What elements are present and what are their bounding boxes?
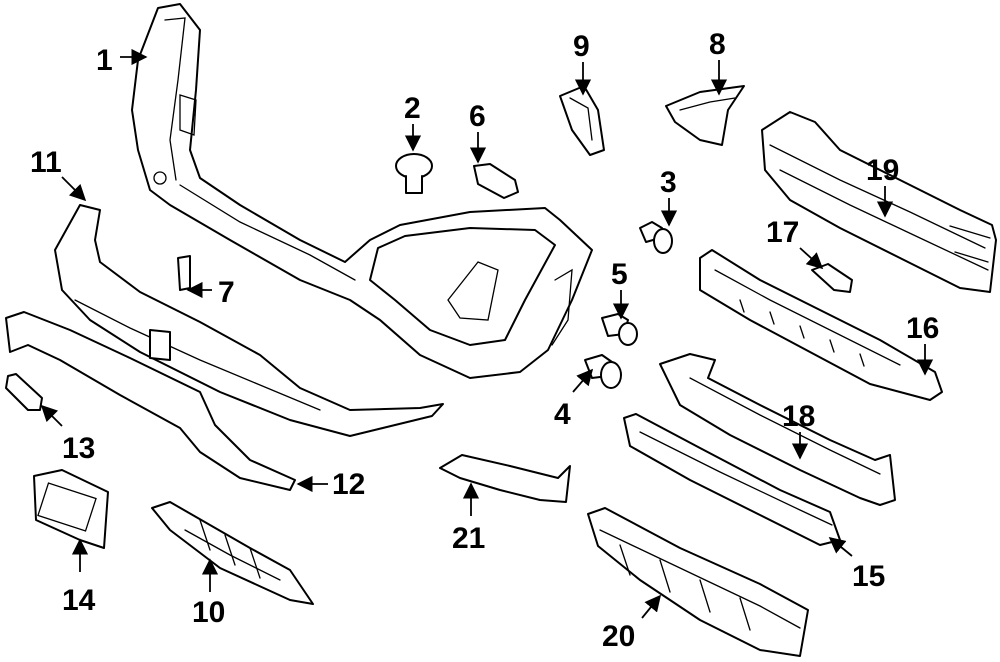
callout-20: 20: [602, 620, 635, 653]
callout-7: 7: [218, 276, 235, 309]
callout-13: 13: [62, 432, 95, 465]
part-19-impact-bar: [761, 111, 997, 293]
part-2-push-clip: [395, 153, 433, 194]
leader-13: [40, 404, 63, 427]
callout-12: 12: [332, 468, 365, 501]
leader-17: [799, 247, 824, 270]
callout-10: 10: [192, 596, 225, 629]
part-10-grille: [151, 501, 314, 605]
callout-15: 15: [852, 560, 885, 593]
callout-18: 18: [782, 400, 815, 433]
part-12-skid-panel: [5, 311, 296, 491]
callout-14: 14: [62, 584, 96, 617]
part-5-fastener: [601, 313, 638, 346]
part-20-lower-absorber: [587, 507, 809, 657]
leader-15: [828, 536, 853, 557]
callout-2: 2: [404, 92, 421, 125]
part-16-energy-absorber: [699, 249, 943, 401]
callout-19: 19: [866, 154, 899, 187]
callout-labels: 1 2 3 4 5 6 7 8 9 10 11 12 13 14 15 16 1…: [30, 28, 939, 653]
part-21-deflector: [439, 454, 571, 503]
callout-4: 4: [554, 398, 571, 431]
callout-11: 11: [30, 146, 62, 179]
part-14-license-bracket: [33, 469, 109, 549]
callout-6: 6: [469, 100, 486, 133]
part-9-side-bracket: [559, 85, 605, 156]
part-7-clip: [177, 255, 191, 291]
leader-11: [61, 176, 87, 202]
callout-1: 1: [96, 44, 113, 77]
part-1-bumper-cover: [131, 3, 593, 379]
part-18-reinforcement-bar: [659, 353, 896, 506]
leader-4: [572, 368, 594, 393]
leader-20: [641, 594, 662, 619]
leader-lines: [40, 48, 934, 619]
callout-16: 16: [906, 312, 939, 345]
part-3-fastener: [639, 221, 673, 254]
callout-3: 3: [660, 166, 677, 199]
callout-5: 5: [611, 258, 628, 291]
part-11-lower-bumper: [54, 204, 444, 437]
callout-21: 21: [452, 522, 485, 555]
part-8-side-bracket: [665, 85, 745, 146]
callout-9: 9: [573, 30, 590, 63]
part-13-strip: [5, 373, 43, 411]
part-6-bracket: [473, 163, 519, 199]
callout-8: 8: [709, 28, 726, 61]
callout-17: 17: [766, 216, 799, 249]
part-17-bracket: [811, 263, 853, 293]
